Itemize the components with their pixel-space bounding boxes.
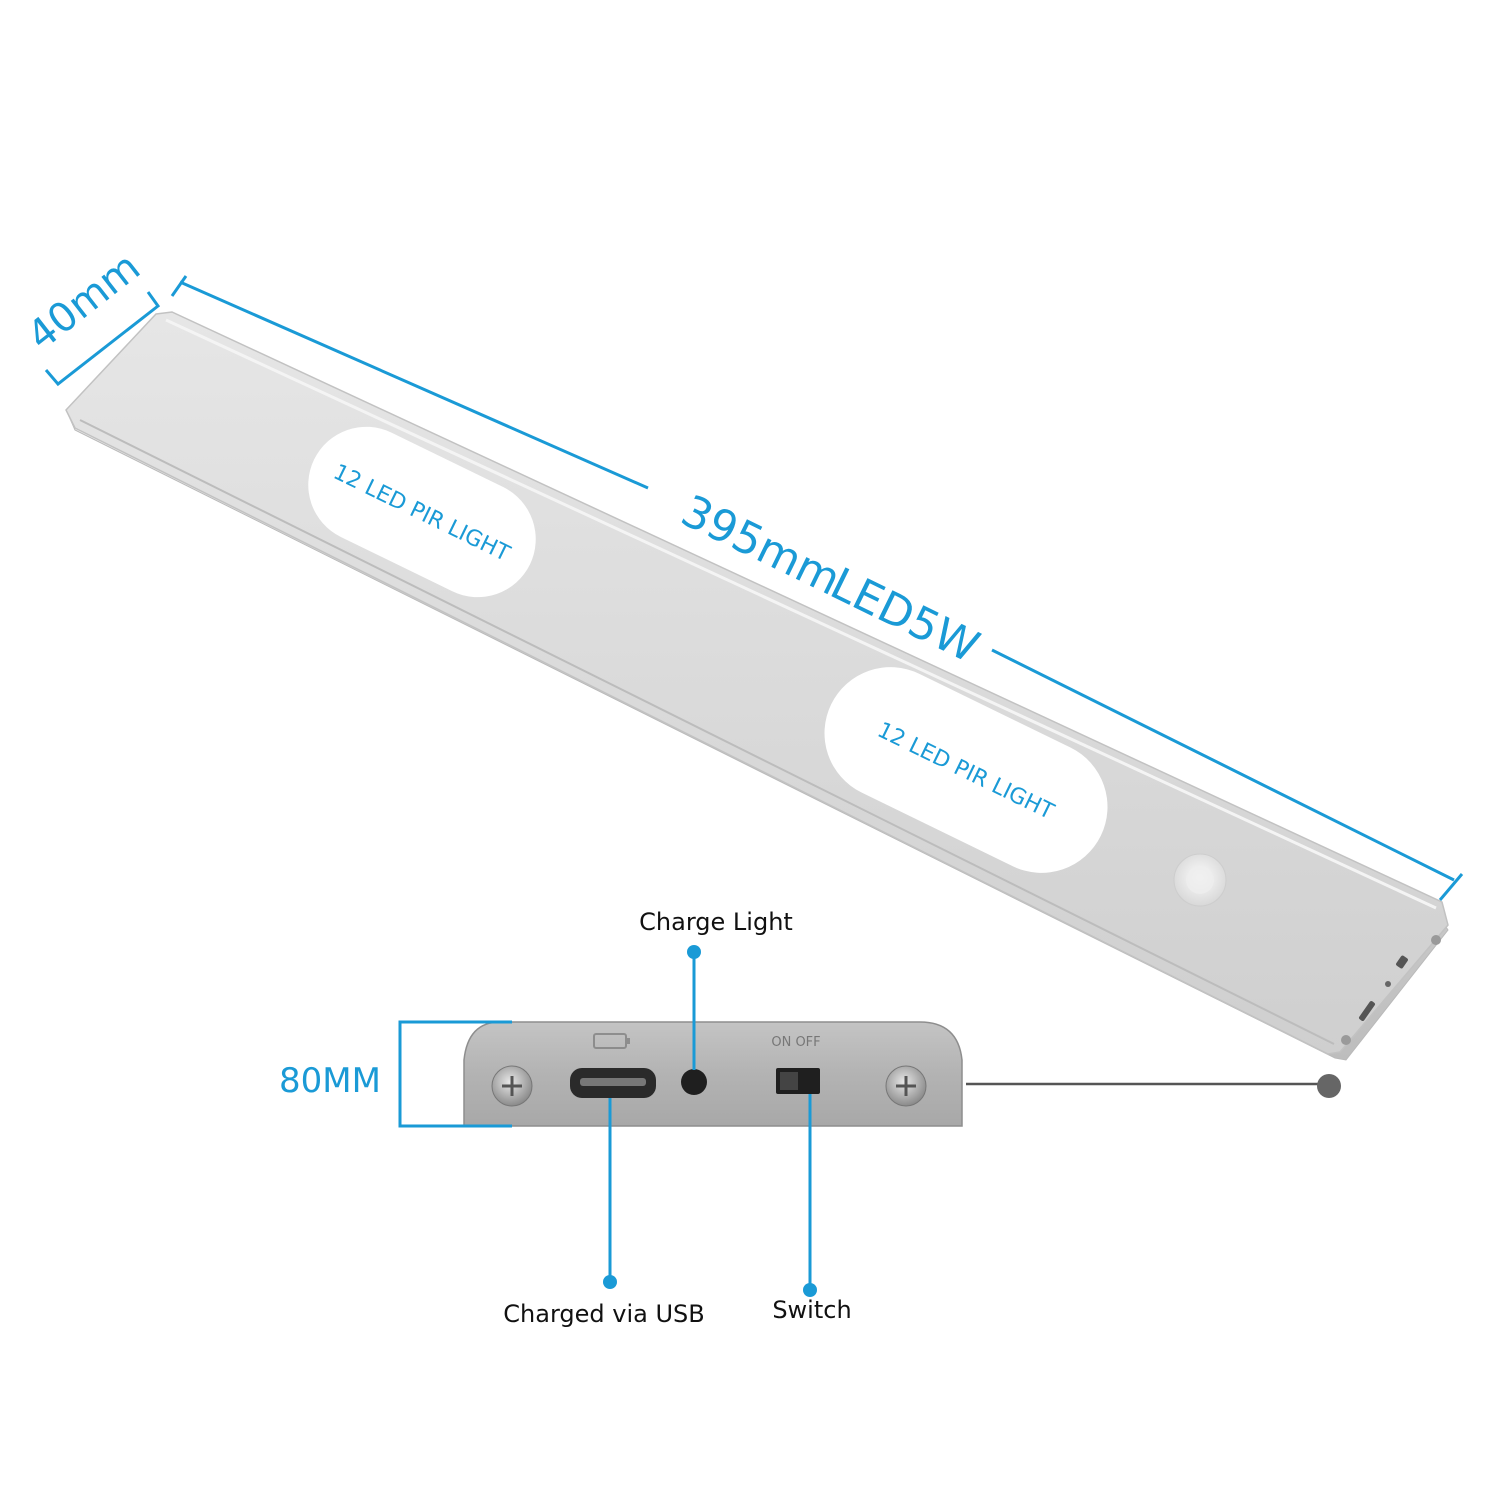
battery-icon: [593, 1033, 630, 1049]
usb-label: Charged via USB: [503, 1300, 704, 1328]
light-bar: 12 LED PIR LIGHT 12 LED PIR LIGHT: [65, 311, 1449, 1061]
usb-port: [570, 1068, 656, 1098]
light-bar-top: [65, 311, 1449, 1055]
right-screw: [885, 1065, 927, 1107]
charge-light-hole: [681, 1069, 707, 1095]
end-switch: [1359, 1001, 1375, 1021]
end-screw-bottom: [1341, 1035, 1351, 1045]
end-indicator: [1385, 981, 1391, 987]
height-label: 80MM: [279, 1061, 381, 1101]
end-port: [1396, 955, 1408, 969]
switch-label: Switch: [772, 1296, 851, 1324]
switch-slot: [776, 1068, 820, 1094]
switch-marking: ON OFF: [771, 1035, 820, 1050]
end-screw-top: [1431, 935, 1441, 945]
left-screw: [491, 1065, 533, 1107]
charge-light-callout: Charge Light: [639, 908, 793, 1070]
charge-light-label: Charge Light: [639, 908, 793, 936]
switch-callout: Switch: [772, 1094, 852, 1324]
usb-callout: Charged via USB: [503, 1098, 705, 1328]
pir-sensor: [1173, 853, 1227, 907]
end-cap-body: [463, 1021, 963, 1127]
end-cap-closeup: ON OFF: [463, 1021, 963, 1127]
length-dimension: 395mm LED5W: [170, 275, 1464, 901]
led-panel-2: 12 LED PIR LIGHT: [824, 667, 1108, 873]
height-dimension: 80MM: [279, 1020, 512, 1128]
closeup-connector: [966, 1074, 1341, 1098]
